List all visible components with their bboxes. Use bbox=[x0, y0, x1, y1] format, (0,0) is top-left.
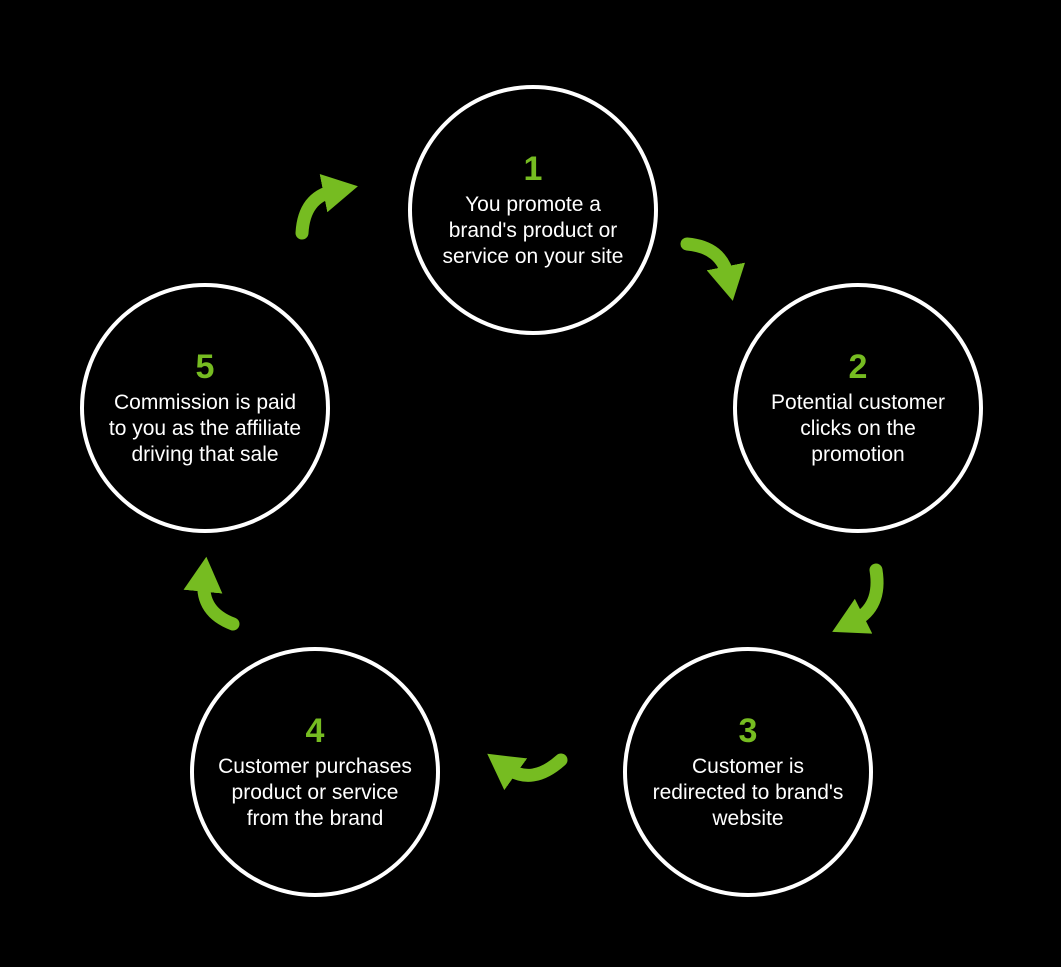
step-label: Customer is redirected to brand's websit… bbox=[652, 755, 844, 830]
step-label: Commission is paid to you as the affilia… bbox=[108, 391, 302, 466]
curved-arrow-icon-step4-to-step5 bbox=[183, 556, 240, 631]
curved-arrow-icon-step2-to-step3 bbox=[832, 563, 884, 634]
step-circle-5: 5 Commission is paid to you as the affil… bbox=[80, 283, 330, 533]
step-circle-1: 1 You promote a brand's product or servi… bbox=[408, 85, 658, 335]
step-circle-2: 2 Potential customer clicks on the promo… bbox=[733, 283, 983, 533]
step-label: Potential customer clicks on the promoti… bbox=[771, 391, 945, 466]
step-number: 3 bbox=[738, 711, 758, 750]
curved-arrow-icon-step3-to-step4 bbox=[487, 753, 568, 791]
step-circle-4: 4 Customer purchases product or service … bbox=[190, 647, 440, 897]
step-number: 1 bbox=[523, 149, 543, 188]
step-label: Customer purchases product or service fr… bbox=[218, 755, 412, 830]
step-number: 5 bbox=[195, 347, 215, 386]
curved-arrow-icon-step1-to-step2 bbox=[680, 237, 746, 301]
step-circle-3: 3 Customer is redirected to brand's webs… bbox=[623, 647, 873, 897]
curved-arrow-icon-step5-to-step1 bbox=[295, 173, 358, 240]
step-number: 2 bbox=[848, 347, 868, 386]
step-label: You promote a brand's product or service… bbox=[442, 193, 624, 268]
step-number: 4 bbox=[305, 711, 325, 750]
